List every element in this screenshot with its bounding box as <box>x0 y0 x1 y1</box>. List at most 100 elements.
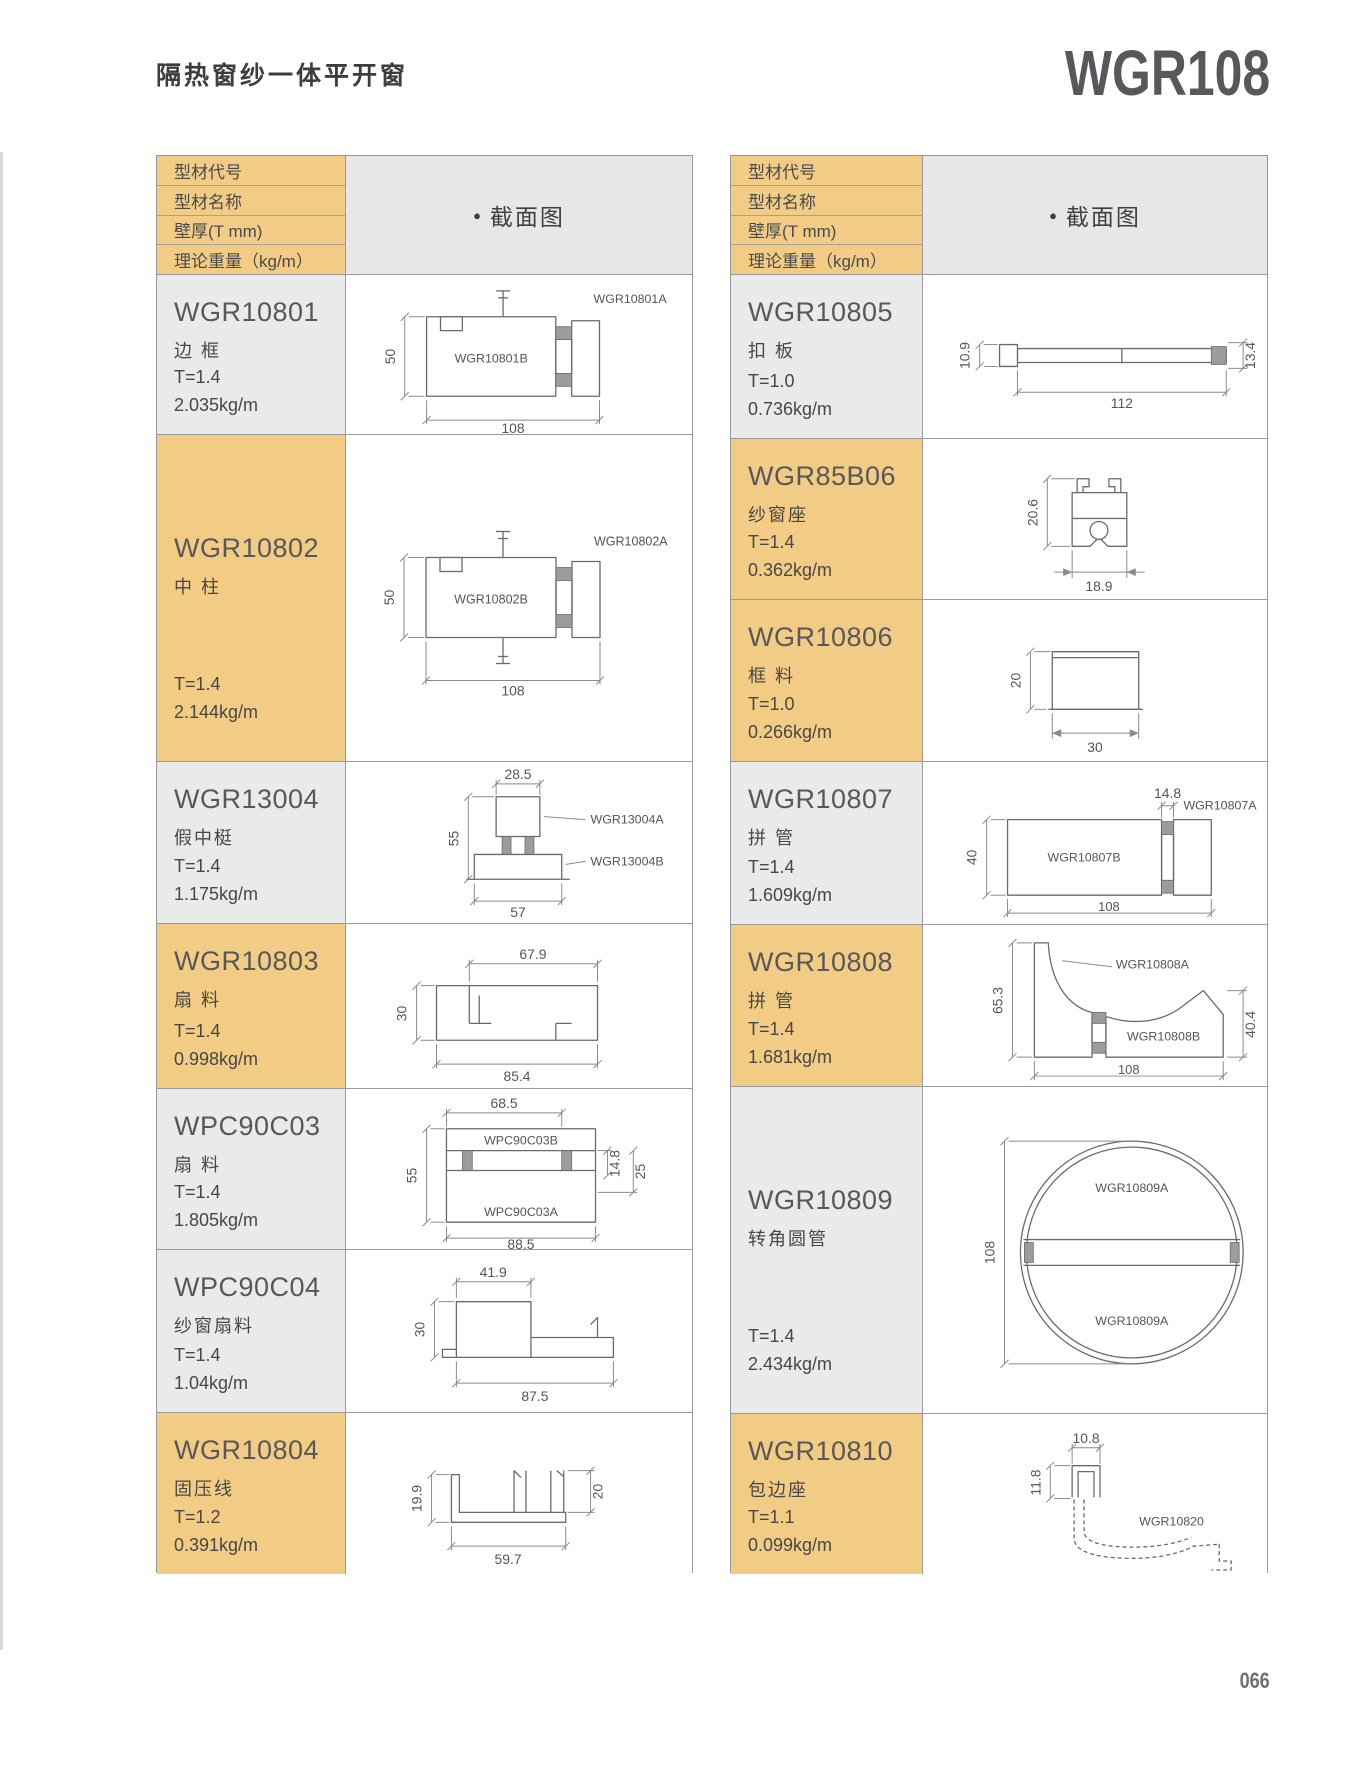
part-label-a: WGR10809A <box>1095 1181 1169 1195</box>
dim-height: 50 <box>382 348 398 364</box>
dim-width: 112 <box>1111 395 1133 411</box>
profile-info-cell: WPC90C04 纱窗扇料 T=1.4 1.04kg/m <box>157 1250 346 1412</box>
profile-thickness: T=1.4 <box>174 1182 221 1203</box>
section-diagram-cell: 67.9 30 85.4 <box>346 924 692 1088</box>
part-label-a: WGR10820 <box>1139 1514 1204 1528</box>
dim-width: 30 <box>1087 739 1103 755</box>
profile-code: WPC90C03 <box>174 1111 321 1141</box>
dim-height: 55 <box>404 1167 420 1183</box>
part-label-a: WGR10808A <box>1116 958 1190 972</box>
part-label-b: WGR10809A <box>1095 1314 1169 1328</box>
profile-name: 拼 管 <box>748 991 796 1011</box>
series-code-title: WGR108 <box>1064 37 1270 109</box>
part-label-b: WGR10808B <box>1127 1029 1200 1043</box>
profile-weight: 0.362kg/m <box>748 560 833 581</box>
header-profile-code: 型材代号 <box>731 156 922 186</box>
profile-table-left: 型材代号 型材名称 壁厚(T mm) 理论重量（kg/m） ● 截面图 WGR1… <box>156 155 693 1574</box>
profile-code: WGR10809 <box>748 1185 894 1215</box>
profile-code: WGR10805 <box>748 297 894 327</box>
profile-code: WGR10804 <box>174 1435 320 1465</box>
header-profile-name: 型材名称 <box>731 185 922 216</box>
table-row: WPC90C03 扇 料 T=1.4 1.805kg/m <box>157 1088 692 1249</box>
profile-weight: 0.391kg/m <box>174 1535 259 1556</box>
section-diagram-wgr10809: 108 WGR10809A WGR10809A <box>982 1136 1244 1369</box>
table-row: WGR10808 拼 管 T=1.4 1.681kg/m <box>731 924 1267 1086</box>
section-diagram-wgr10806: 20 30 <box>1007 647 1143 755</box>
section-diagram-wgr10802: 50 108 WGR10802A WGR10802B <box>381 530 668 699</box>
bullet-icon: ● <box>473 207 483 223</box>
dim-top: 41.9 <box>480 1264 507 1280</box>
section-view-label: 截面图 <box>489 204 565 230</box>
profile-code: WGR10808 <box>748 947 894 977</box>
dim-top: 14.8 <box>1154 785 1181 801</box>
profile-code: WGR13004 <box>174 784 320 814</box>
profile-weight: 1.04kg/m <box>174 1373 249 1394</box>
profile-name: 中 柱 <box>174 577 222 597</box>
page-edge-strip <box>0 152 3 1650</box>
profile-thickness: T=1.1 <box>748 1507 795 1528</box>
section-diagram-cell: 108 WGR10809A WGR10809A <box>923 1087 1267 1413</box>
profile-info-cell: WGR85B06 纱窗座 T=1.4 0.362kg/m <box>731 439 923 599</box>
section-diagram-cell: 19.9 20 59.7 <box>346 1413 692 1574</box>
profile-code: WGR10806 <box>748 622 894 652</box>
profile-weight: 2.144kg/m <box>174 701 259 722</box>
profile-thickness: T=1.4 <box>174 1021 221 1042</box>
profile-info-cell: WGR10809 转角圆管 T=1.4 2.434kg/m <box>731 1087 923 1413</box>
section-diagram-cell: 50 108 WGR10802A WGR10802B <box>346 435 692 761</box>
profile-name: 纱窗座 <box>748 505 808 525</box>
part-label-b: WPC90C03B <box>484 1134 558 1148</box>
dim-top: 28.5 <box>504 766 531 782</box>
profile-thickness: T=1.4 <box>748 532 795 553</box>
part-label-b: WGR13004B <box>591 854 664 868</box>
section-diagram-wpc90c04: 41.9 30 87.5 <box>412 1264 618 1404</box>
table-row: WGR10803 扇 料 T=1.4 0.998kg/m <box>157 923 692 1088</box>
profile-weight: 2.035kg/m <box>174 395 259 416</box>
dim-height: 20.6 <box>1024 499 1040 526</box>
profile-code: WGR10807 <box>748 784 894 814</box>
bullet-icon: ● <box>1049 207 1059 223</box>
part-label-b: WGR10801B <box>455 351 528 365</box>
section-diagram-cell: 14.8 40 108 WGR10807A WGR10807B <box>923 762 1267 924</box>
profile-weight: 1.175kg/m <box>174 884 259 905</box>
profile-thickness: T=1.2 <box>174 1507 221 1528</box>
dim-top: 10.8 <box>1073 1430 1100 1446</box>
table-header-labels: 型材代号 型材名称 壁厚(T mm) 理论重量（kg/m） <box>731 156 923 274</box>
profile-weight: 1.681kg/m <box>748 1047 833 1068</box>
profile-thickness: T=1.4 <box>174 674 221 694</box>
table-header-labels: 型材代号 型材名称 壁厚(T mm) 理论重量（kg/m） <box>157 156 346 274</box>
part-label-a: WGR10802A <box>594 535 668 549</box>
header-wall-thickness: 壁厚(T mm) <box>731 215 922 246</box>
header-profile-code: 型材代号 <box>157 156 345 186</box>
profile-thickness: T=1.4 <box>174 1345 221 1366</box>
header-theoretical-weight: 理论重量（kg/m） <box>157 245 345 274</box>
table-row: WGR10801 边 框 T=1.4 2.035kg/m <box>157 274 692 434</box>
dim-width: 108 <box>1118 1062 1140 1077</box>
dim-height: 40 <box>964 849 980 865</box>
dim-height-right: 13.4 <box>1242 342 1258 369</box>
table-row: WGR10804 固压线 T=1.2 0.391kg/m <box>157 1412 692 1574</box>
profile-info-cell: WGR10808 拼 管 T=1.4 1.681kg/m <box>731 925 923 1086</box>
profile-thickness: T=1.4 <box>748 1326 795 1346</box>
dim-width: 57 <box>510 904 526 920</box>
section-diagram-cell: 10.9 13.4 112 <box>923 275 1267 438</box>
profile-weight: 1.805kg/m <box>174 1210 259 1231</box>
header-theoretical-weight: 理论重量（kg/m） <box>731 245 922 274</box>
dim-top: 68.5 <box>491 1095 518 1111</box>
section-diagram-wgr10803: 67.9 30 85.4 <box>394 946 602 1084</box>
dim-width: 108 <box>501 683 525 699</box>
dim-height: 55 <box>445 831 461 847</box>
profile-code: WGR10803 <box>174 946 320 976</box>
profile-code: WGR10802 <box>174 533 320 563</box>
profile-name: 扣 板 <box>748 341 796 361</box>
profile-code: WGR10801 <box>174 297 320 327</box>
section-diagram-cell: 50 108 WGR10801A WGR10801B <box>346 275 692 434</box>
table-header: 型材代号 型材名称 壁厚(T mm) 理论重量（kg/m） ● 截面图 <box>731 156 1267 274</box>
table-row: WPC90C04 纱窗扇料 T=1.4 1.04kg/m <box>157 1249 692 1412</box>
profile-weight: 0.099kg/m <box>748 1535 833 1556</box>
profile-name: 假中梃 <box>174 828 234 848</box>
profile-name: 纱窗扇料 <box>174 1316 254 1336</box>
profile-name: 扇 料 <box>174 990 222 1010</box>
dim-height: 30 <box>394 1005 410 1021</box>
part-label-a: WGR10801A <box>594 292 668 306</box>
